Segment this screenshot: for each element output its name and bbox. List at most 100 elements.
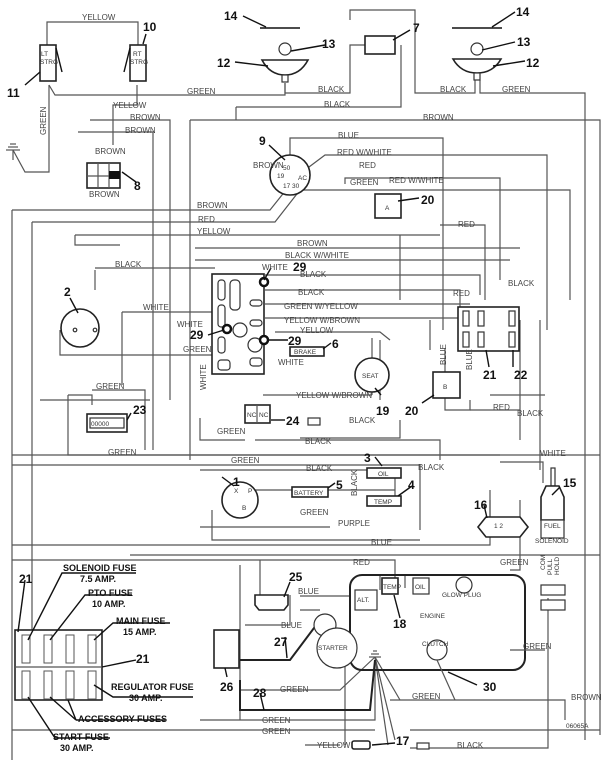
svg-text:10 AMP.: 10 AMP. xyxy=(92,599,126,609)
fuse-29-a xyxy=(258,276,270,288)
temp-light: TEMP xyxy=(366,495,402,507)
svg-text:BLACK: BLACK xyxy=(418,463,445,472)
relay-block-21-22 xyxy=(457,306,520,352)
callout-23: 23 xyxy=(133,403,147,417)
svg-text:BLACK: BLACK xyxy=(440,85,467,94)
svg-text:NC: NC xyxy=(247,412,257,419)
svg-text:RED: RED xyxy=(198,215,215,224)
regulator-16: 1 2 xyxy=(476,516,530,538)
svg-text:RED: RED xyxy=(458,220,475,229)
fuse-legend: SOLENOID FUSE 7.5 AMP. PTO FUSE 10 AMP. … xyxy=(53,563,194,753)
svg-text:OIL: OIL xyxy=(378,471,389,478)
engine-ground-icon xyxy=(369,650,381,658)
svg-text:BROWN: BROWN xyxy=(125,126,156,135)
svg-text:RED: RED xyxy=(359,161,376,170)
svg-text:HOLD: HOLD xyxy=(554,557,561,575)
svg-text:GREEN: GREEN xyxy=(262,716,291,725)
callout-13: 13 xyxy=(322,37,336,51)
svg-text:X: X xyxy=(234,488,239,495)
svg-text:CLUTCH: CLUTCH xyxy=(422,641,449,648)
callout-4: 4 xyxy=(408,478,415,492)
svg-text:NC: NC xyxy=(259,412,269,419)
svg-text:GREEN: GREEN xyxy=(300,508,329,517)
svg-text:BLUE: BLUE xyxy=(338,131,359,140)
svg-text:15 AMP.: 15 AMP. xyxy=(123,627,157,637)
svg-text:YELLOW: YELLOW xyxy=(113,101,147,110)
callout-11: 11 xyxy=(7,86,20,100)
svg-text:START FUSE: START FUSE xyxy=(53,732,109,742)
diode-module-23: 00000 xyxy=(86,413,128,433)
fuse-box xyxy=(14,572,193,739)
battery-light: BATTERY xyxy=(291,486,329,498)
svg-text:BLACK: BLACK xyxy=(324,100,351,109)
connector-25 xyxy=(254,594,289,611)
svg-text:SOLENOID: SOLENOID xyxy=(535,538,569,545)
svg-text:GREEN: GREEN xyxy=(412,692,441,701)
brake-switch: BRAKE xyxy=(289,346,325,357)
svg-text:GREEN: GREEN xyxy=(500,558,529,567)
svg-text:SEAT: SEAT xyxy=(362,373,379,380)
svg-text:BLACK: BLACK xyxy=(306,464,333,473)
svg-text:GREEN: GREEN xyxy=(217,427,246,436)
headlight-left xyxy=(260,27,310,83)
switch-2 xyxy=(60,308,100,348)
callout-6: 6 xyxy=(332,337,339,351)
svg-text:OIL: OIL xyxy=(415,584,426,591)
svg-text:PURPLE: PURPLE xyxy=(338,519,370,528)
svg-text:AC: AC xyxy=(298,175,307,182)
svg-text:YELLOW W/BROWN: YELLOW W/BROWN xyxy=(296,391,372,400)
glow-plug xyxy=(455,576,473,594)
svg-text:BROWN: BROWN xyxy=(95,147,126,156)
svg-text:BLACK: BLACK xyxy=(318,85,345,94)
callout-26: 26 xyxy=(220,680,234,694)
svg-text:WHITE: WHITE xyxy=(540,449,566,458)
svg-text:B: B xyxy=(443,384,447,391)
svg-text:ALT.: ALT. xyxy=(357,597,370,604)
svg-text:BLACK: BLACK xyxy=(298,288,325,297)
ignition-switch xyxy=(269,154,311,196)
svg-text:REGULATOR FUSE: REGULATOR FUSE xyxy=(111,682,194,692)
svg-text:RED: RED xyxy=(493,403,510,412)
svg-text:WHITE: WHITE xyxy=(199,364,208,390)
svg-text:ACCESSORY FUSES: ACCESSORY FUSES xyxy=(78,714,167,724)
svg-text:17 30: 17 30 xyxy=(283,183,300,190)
left-steering-switch: LT STRG xyxy=(39,44,63,82)
callout-30: 30 xyxy=(483,680,497,694)
svg-text:FUEL: FUEL xyxy=(544,523,561,530)
inline-fuse-17 xyxy=(351,740,371,750)
light-switch xyxy=(364,35,396,55)
engine-temp-sensor xyxy=(381,577,399,595)
svg-text:BLACK W/WHITE: BLACK W/WHITE xyxy=(285,251,349,260)
callout-14b: 14 xyxy=(516,5,530,19)
svg-text:BLACK: BLACK xyxy=(115,260,142,269)
svg-text:ENGINE: ENGINE xyxy=(420,613,446,620)
svg-text:GREEN: GREEN xyxy=(187,87,216,96)
svg-text:PULL: PULL xyxy=(547,558,554,575)
svg-text:BLUE: BLUE xyxy=(439,344,448,365)
svg-text:TEMP: TEMP xyxy=(374,499,392,506)
svg-text:BROWN: BROWN xyxy=(297,239,328,248)
callout-20b: 20 xyxy=(405,404,419,418)
callout-21: 21 xyxy=(483,368,497,382)
svg-text:BROWN: BROWN xyxy=(197,201,228,210)
plug-connector xyxy=(307,417,321,426)
svg-text:YELLOW: YELLOW xyxy=(317,741,351,750)
callout-29: 29 xyxy=(293,260,307,274)
callout-29c: 29 xyxy=(288,334,302,348)
svg-text:BLUE: BLUE xyxy=(281,621,302,630)
svg-text:GREEN: GREEN xyxy=(350,178,379,187)
svg-text:YELLOW: YELLOW xyxy=(300,326,334,335)
svg-text:BROWN: BROWN xyxy=(423,113,454,122)
callout-21b: 21 xyxy=(19,572,33,586)
callout-2: 2 xyxy=(64,285,71,299)
svg-text:B: B xyxy=(242,505,246,512)
svg-text:BLUE: BLUE xyxy=(371,538,392,547)
callout-24: 24 xyxy=(286,414,300,428)
svg-text:COM: COM xyxy=(540,555,547,570)
headlight-right xyxy=(451,27,503,81)
callout-5: 5 xyxy=(336,478,343,492)
svg-text:GREEN: GREEN xyxy=(523,642,552,651)
callout-18: 18 xyxy=(393,617,407,631)
svg-text:BLUE: BLUE xyxy=(465,349,474,370)
svg-text:WHITE: WHITE xyxy=(262,263,288,272)
